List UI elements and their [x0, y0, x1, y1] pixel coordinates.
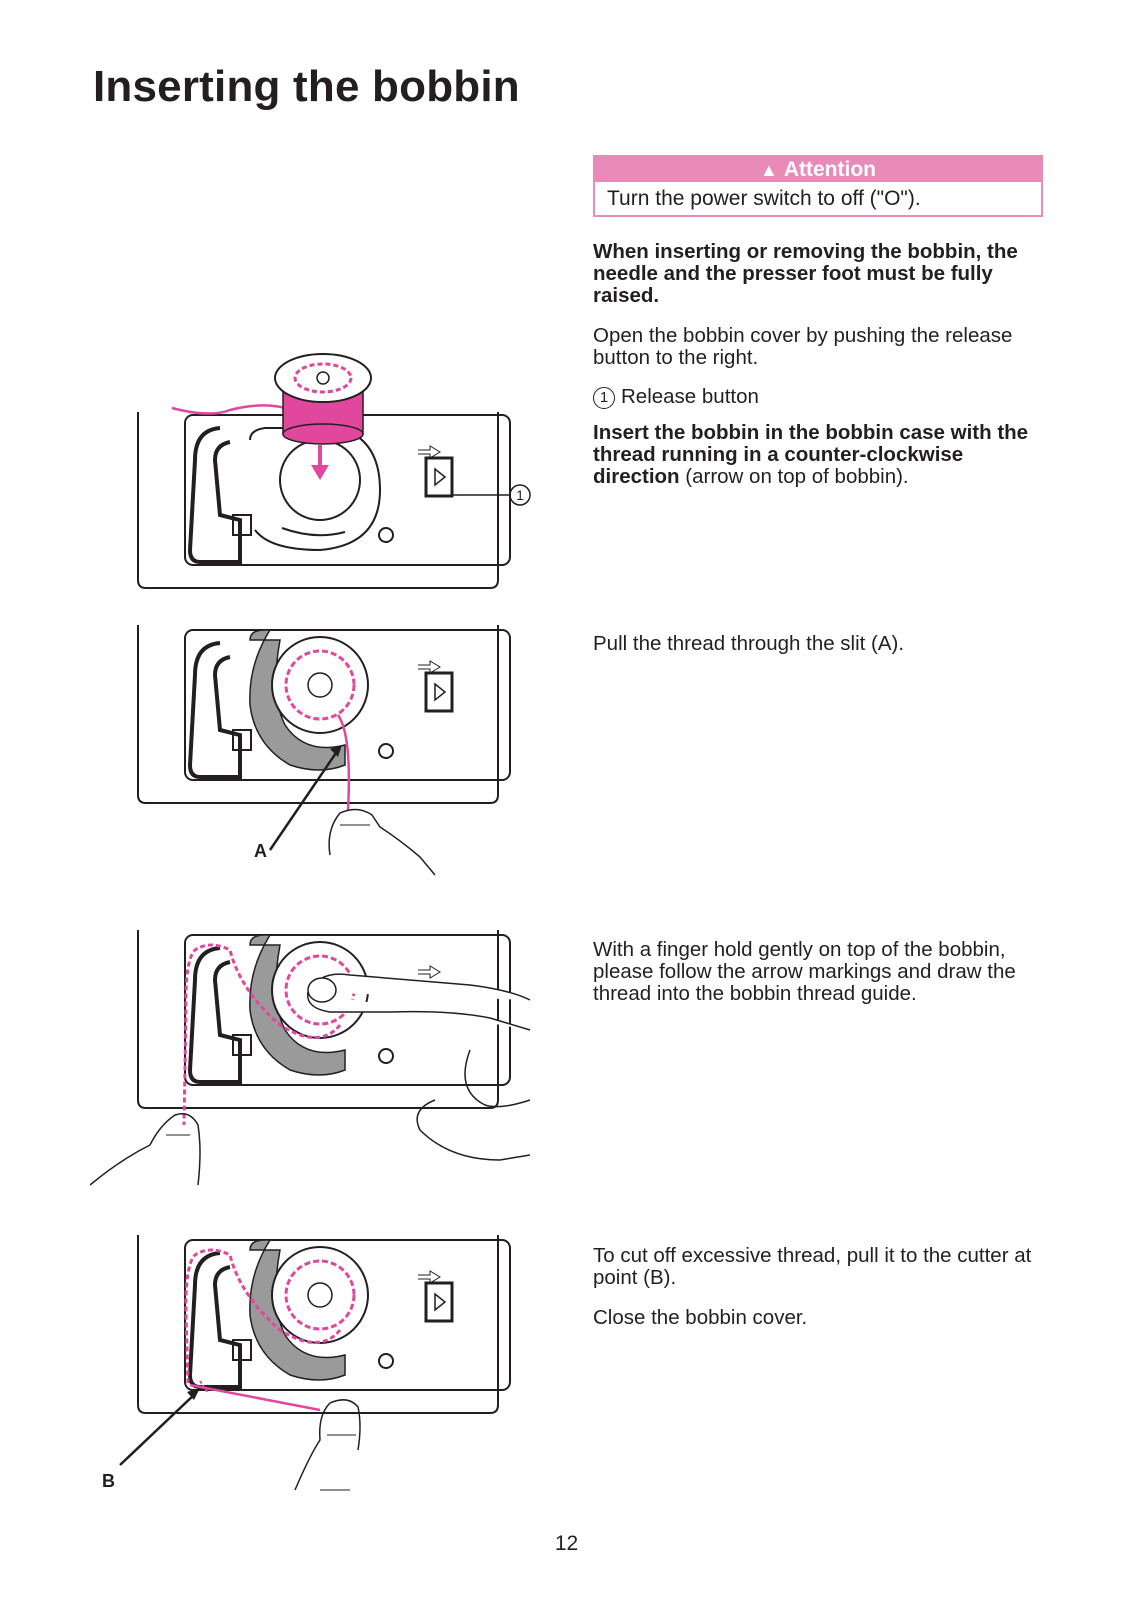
close-cover-instruction: Close the bobbin cover.	[593, 1306, 808, 1329]
release-button-legend: 1 Release button	[593, 386, 1048, 409]
raise-needle-warning-text: When inserting or removing the bobbin, t…	[593, 240, 1018, 307]
pull-slit-instruction: Pull the thread through the slit (A).	[593, 632, 905, 655]
figure-thread-guide	[90, 930, 531, 1186]
page-title: Inserting the bobbin	[93, 62, 520, 111]
figure-cut-thread: B	[102, 1235, 511, 1491]
cutter-b-label: B	[102, 1471, 115, 1491]
insert-bobbin-bold: Insert the bobbin in the bobbin case wit…	[593, 421, 1029, 488]
release-legend-label: Release button	[621, 385, 759, 408]
open-cover-instruction: Open the bobbin cover by pushing the rel…	[593, 324, 1013, 369]
cut-thread-instruction: To cut off excessive thread, pull it to …	[593, 1244, 1032, 1289]
attention-box: ▲Attention Turn the power switch to off …	[593, 155, 1043, 217]
finger-hold-instruction: With a finger hold gently on top of the …	[593, 938, 1016, 1005]
insert-bobbin-instruction: Insert the bobbin in the bobbin case wit…	[593, 422, 1048, 488]
attention-text: Turn the power switch to off ("O").	[607, 187, 921, 210]
figure-pull-slit: A	[137, 625, 511, 876]
raise-needle-warning: When inserting or removing the bobbin, t…	[593, 241, 1048, 307]
warning-triangle-icon: ▲	[760, 160, 778, 180]
attention-header: ▲Attention	[595, 157, 1041, 182]
insert-bobbin-note: (arrow on top of bobbin).	[679, 465, 909, 488]
slit-a-label: A	[254, 841, 267, 861]
figure-insert-bobbin: 1	[137, 353, 531, 589]
release-legend-number: 1	[593, 387, 615, 409]
attention-heading: Attention	[783, 158, 876, 181]
release-callout-number: 1	[516, 487, 524, 503]
page-number: 12	[554, 1532, 579, 1555]
